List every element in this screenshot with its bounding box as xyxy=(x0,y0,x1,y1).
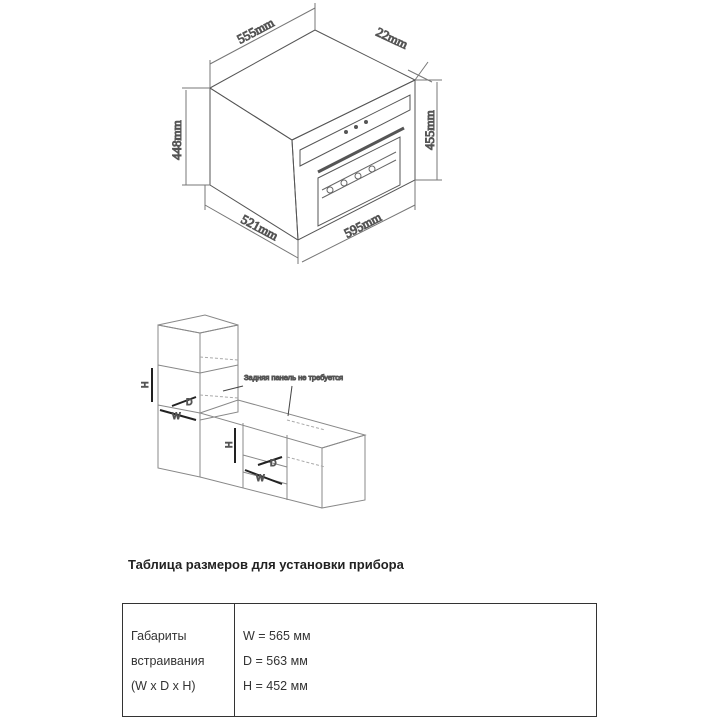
label-d-upper: D xyxy=(186,397,193,407)
label-w-upper: W xyxy=(172,411,181,421)
table-value-cell: W = 565 мм D = 563 мм H = 452 мм xyxy=(235,604,311,716)
label-h-upper: H xyxy=(140,382,150,389)
dim-448: 448mm xyxy=(169,120,184,160)
dim-22: 22mm xyxy=(374,24,410,52)
cabinet-dimension-arrows xyxy=(151,368,283,485)
oven-racks xyxy=(321,151,397,199)
value-w: W = 565 мм xyxy=(243,629,311,643)
dim-455: 455mm xyxy=(422,110,437,150)
label-line: (W x D x H) xyxy=(131,679,196,693)
dimension-lines xyxy=(182,3,442,264)
value-d: D = 563 мм xyxy=(243,654,308,668)
value-h: H = 452 мм xyxy=(243,679,308,693)
label-line: встраивания xyxy=(131,654,205,668)
label-d-lower: D xyxy=(270,458,277,468)
dim-555: 555mm xyxy=(234,15,276,47)
cabinet-hidden-lines xyxy=(199,356,326,468)
label-h-lower: H xyxy=(224,442,234,449)
oven-control-strip xyxy=(299,94,411,167)
dimensions-table: Габариты встраивания (W x D x H) W = 565… xyxy=(122,603,597,717)
table-title: Таблица размеров для установки прибора xyxy=(128,557,404,572)
oven-door-window xyxy=(317,136,401,227)
oven-control-buttons xyxy=(344,120,368,134)
note-arrows xyxy=(222,385,293,417)
label-w-lower: W xyxy=(256,473,265,483)
oven-door-handle xyxy=(317,126,405,174)
cabinet-diagram xyxy=(157,314,367,509)
label-line: Габариты xyxy=(131,629,187,643)
table-label-cell: Габариты встраивания (W x D x H) xyxy=(123,604,235,716)
rear-panel-note: Задняя панель не требуется xyxy=(244,373,343,382)
